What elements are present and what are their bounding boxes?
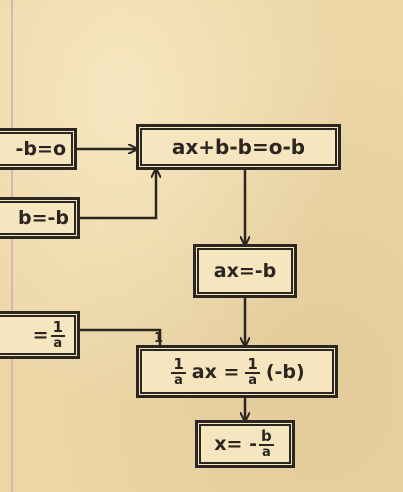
node-multiplication-result: 1 a ax = 1 a (-b) (136, 345, 338, 398)
node-mult-fraction-left: 1 a (171, 354, 186, 388)
node-simplified-label: ax=-b (213, 260, 277, 282)
node-simplified: ax=-b (193, 244, 297, 298)
tick-mark: 1 (154, 331, 164, 346)
node-mult-den-right: a (248, 372, 257, 388)
node-equation-start-label: -b=o (15, 138, 66, 160)
node-solution-num: b (258, 427, 274, 446)
node-mult-fraction-right: 1 a (245, 354, 260, 388)
edge-subtract-to-sub (80, 170, 156, 220)
node-subtract-b-label: b=-b (17, 207, 69, 229)
node-mult-num-left: 1 (171, 354, 186, 374)
node-solution-lhs: x= - (214, 433, 257, 455)
node-reciprocal-num: 1 (50, 318, 65, 337)
node-mult-den-left: a (174, 372, 183, 388)
node-reciprocal-eq: = (32, 324, 49, 346)
node-reciprocal-fraction: 1 a (50, 318, 65, 351)
node-equation-start: -b=o (0, 128, 77, 170)
edge-recip-to-mult (80, 328, 162, 348)
node-reciprocal-den: a (53, 336, 63, 351)
node-subtraction-result: ax+b-b=o-b (136, 124, 341, 170)
node-subtraction-result-label: ax+b-b=o-b (171, 135, 306, 159)
node-mult-middle: ax = (191, 360, 240, 383)
node-solution-den: a (261, 445, 271, 460)
node-mult-num-right: 1 (245, 354, 260, 374)
node-reciprocal: = 1 a (0, 311, 80, 359)
node-mult-tail: (-b) (265, 360, 305, 383)
node-solution: x= - b a (195, 420, 295, 468)
margin-line (11, 0, 13, 492)
node-subtract-b: b=-b (0, 197, 80, 239)
node-solution-fraction: b a (258, 427, 274, 460)
